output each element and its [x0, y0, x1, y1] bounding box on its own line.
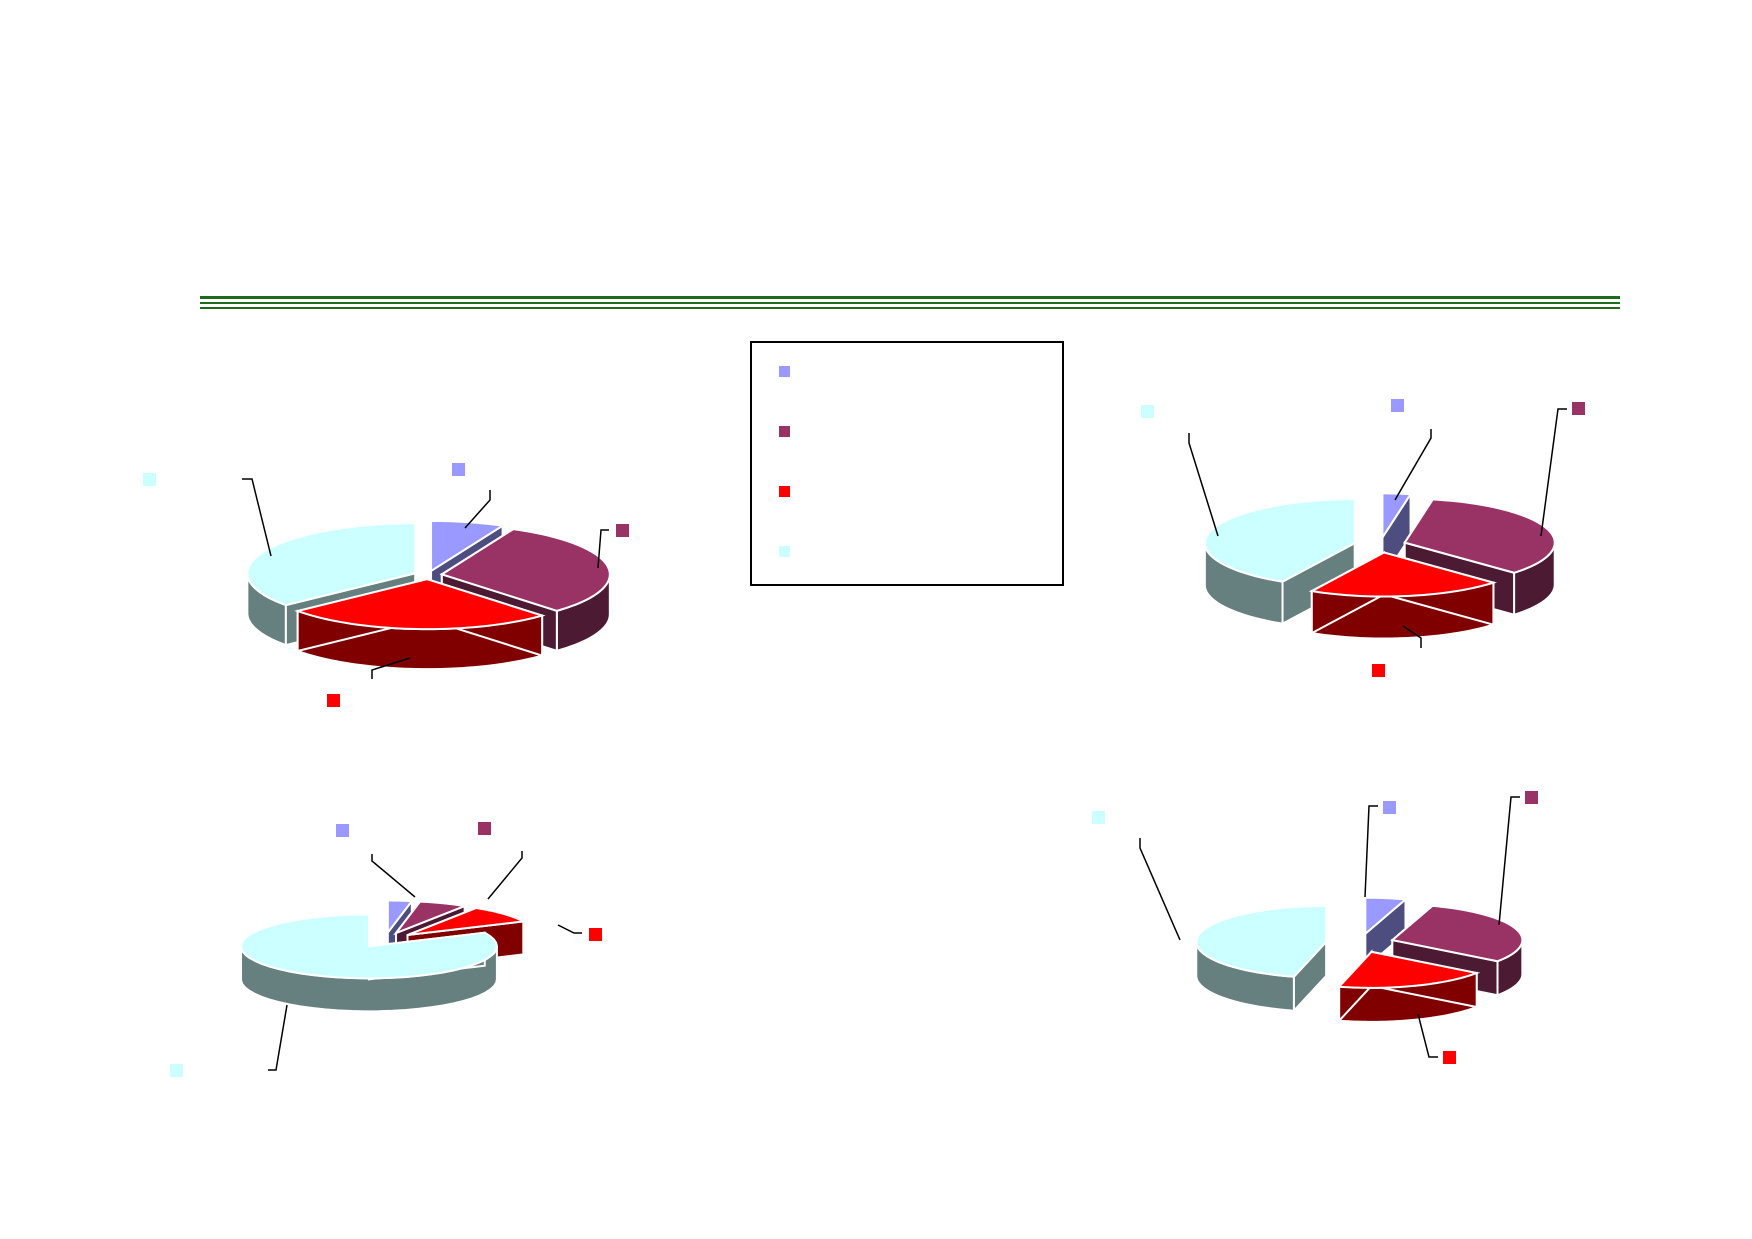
pie-leader-line-1: [464, 490, 491, 529]
pie-data-label-swatch-2: [1572, 402, 1585, 415]
pie-data-label-swatch-3: [589, 928, 602, 941]
pie-leader-line-4: [1139, 838, 1181, 941]
pie-slice-3: [294, 577, 546, 671]
pie-data-label-swatch-2: [616, 524, 629, 537]
pie-slice-2-top: [393, 900, 469, 936]
title-rule-line-bottom: [200, 307, 1620, 309]
pie-data-label-swatch-3: [1372, 664, 1385, 677]
pie-leader-line-3: [1417, 1013, 1438, 1058]
legend-swatch-3: [779, 486, 790, 497]
title-rule-line-top: [200, 296, 1620, 299]
legend-swatch-2: [779, 426, 790, 437]
pie-data-label-swatch-4: [170, 1064, 183, 1077]
pie-data-label-swatch-3: [1443, 1051, 1456, 1064]
pie-slice-1-top: [430, 519, 506, 573]
pie-slice-3-top: [1337, 950, 1481, 989]
pie-leader-line-3: [557, 924, 582, 934]
pie-slice-2-top: [1403, 498, 1556, 574]
pie-slice-3-top: [1308, 551, 1498, 598]
pie-leader-line-1: [1364, 805, 1378, 898]
pie-data-label-swatch-1: [1391, 399, 1404, 412]
pie-slice-4: [1195, 904, 1328, 1014]
pie-slice-1-top: [1381, 492, 1413, 541]
title-rule: [200, 296, 1620, 309]
pie-leader-line-2: [1540, 408, 1567, 537]
pie-data-label-swatch-1: [336, 824, 349, 837]
pie-data-label-swatch-1: [452, 463, 465, 476]
pie-data-label-swatch-4: [143, 473, 156, 486]
pie-slice-1-top: [386, 899, 414, 936]
pie-chart-bottom-right: [1092, 791, 1538, 1064]
legend-frame: [750, 341, 1064, 586]
pie-slice-3: [1308, 550, 1498, 640]
pie-slice-3-top: [407, 906, 527, 937]
pie-leader-line-1: [1394, 429, 1432, 501]
pie-slice-2-top: [439, 528, 611, 612]
legend-swatch-1: [779, 366, 790, 377]
pie-slice-4-top: [246, 522, 417, 607]
pie-leader-line-3: [371, 657, 411, 679]
pie-leader-line-2: [597, 529, 609, 569]
pie-chart-top-left: [143, 463, 629, 707]
pie-leader-line-4: [268, 1004, 288, 1071]
legend-box: [750, 341, 1064, 586]
pie-slice-1-top: [1364, 896, 1408, 936]
pie-data-label-swatch-2: [1525, 791, 1538, 804]
title-rule-line-middle: [200, 302, 1620, 304]
pie-leader-line-4: [1188, 433, 1219, 537]
pie-data-label-swatch-2: [478, 822, 491, 835]
pie-slice-3: [1337, 949, 1481, 1024]
pie-leader-line-2: [1498, 796, 1520, 926]
pie-data-label-swatch-4: [1092, 811, 1105, 824]
pie-chart-top-right: [1141, 399, 1585, 677]
pie-leader-line-1: [371, 854, 416, 898]
pie-leader-line-3: [1402, 625, 1422, 648]
pie-slice-4-top: [1203, 498, 1356, 583]
pie-chart-bottom-left: [170, 822, 602, 1077]
pie-data-label-swatch-4: [1141, 405, 1154, 418]
pie-leader-line-4: [242, 478, 272, 557]
pie-data-label-swatch-1: [1383, 801, 1396, 814]
pie-slice-4: [240, 913, 498, 1013]
pie-leader-line-2: [487, 851, 523, 900]
pie-slice-2-top: [1390, 904, 1524, 963]
pie-slice-4-top: [240, 913, 498, 980]
legend-swatch-4: [779, 546, 790, 557]
pie-slice-4-top: [1195, 904, 1328, 978]
pie-slice-3-top: [294, 578, 546, 631]
pie-data-label-swatch-3: [327, 694, 340, 707]
